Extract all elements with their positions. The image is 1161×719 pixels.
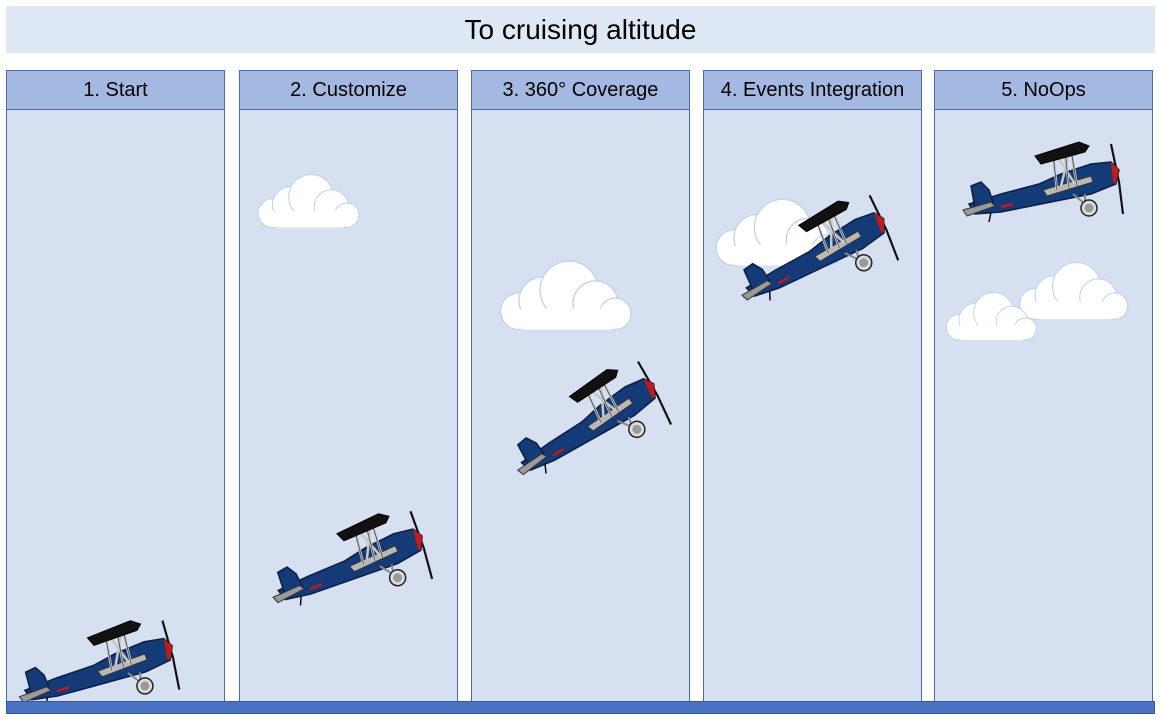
stage-events-integration: 4. Events Integration bbox=[703, 70, 922, 702]
stage-body bbox=[7, 110, 224, 701]
stage-header: 3. 360° Coverage bbox=[472, 71, 689, 110]
stage-body bbox=[472, 110, 689, 701]
ground-bar bbox=[6, 701, 1155, 714]
cloud-icon bbox=[250, 172, 362, 234]
stage-header: 4. Events Integration bbox=[704, 71, 921, 110]
stage-customize: 2. Customize bbox=[239, 70, 458, 702]
biplane-icon bbox=[12, 609, 188, 711]
stage-header: 2. Customize bbox=[240, 71, 457, 110]
biplane-icon bbox=[961, 134, 1131, 224]
stage-body bbox=[704, 110, 921, 701]
biplane-icon bbox=[261, 499, 442, 612]
biplane-icon bbox=[492, 346, 681, 484]
stage-body bbox=[240, 110, 457, 701]
diagram-title: To cruising altitude bbox=[6, 6, 1155, 53]
stage-noops: 5. NoOps bbox=[934, 70, 1153, 702]
cloud-icon bbox=[939, 290, 1039, 346]
stage-360-coverage: 3. 360° Coverage bbox=[471, 70, 690, 702]
stage-header: 5. NoOps bbox=[935, 71, 1152, 110]
stage-header: 1. Start bbox=[7, 71, 224, 110]
stage-body bbox=[935, 110, 1152, 701]
stage-start: 1. Start bbox=[6, 70, 225, 702]
cloud-icon bbox=[490, 258, 635, 338]
